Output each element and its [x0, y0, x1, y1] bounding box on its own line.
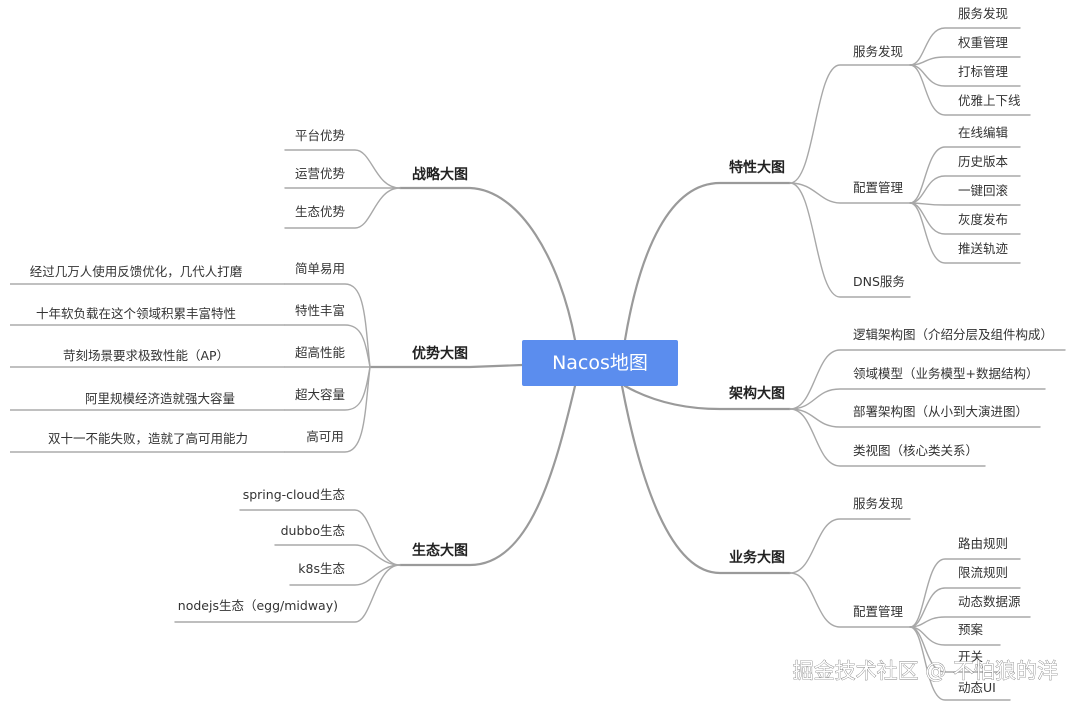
edge-bcfg-1 — [909, 558, 1021, 628]
edge-feature-sd — [789, 64, 911, 184]
business-config-item[interactable]: 限流规则 — [958, 565, 1008, 580]
feature-config-item[interactable]: 在线编辑 — [958, 125, 1008, 140]
edge-center-ecosystem — [398, 384, 577, 567]
edge-bcfg-2 — [909, 587, 1021, 628]
ecosystem-item[interactable]: spring-cloud生态 — [243, 487, 345, 502]
edge-center-advantage — [368, 363, 524, 369]
center-node[interactable]: Nacos地图 — [522, 340, 678, 386]
edge-arch-3 — [789, 408, 1041, 428]
branch-business[interactable]: 业务大图 — [729, 549, 785, 566]
branch-strategy[interactable]: 战略大图 — [412, 166, 468, 183]
business-config-item[interactable]: 动态UI — [958, 680, 996, 695]
feature-config-item[interactable]: 推送轨迹 — [958, 241, 1009, 256]
edge-feature-dns — [789, 182, 911, 298]
architecture-item[interactable]: 类视图（核心类关系） — [853, 443, 978, 458]
advantage-note: 阿里规模经济造就强大容量 — [85, 391, 235, 406]
advantage-item[interactable]: 简单易用 — [295, 261, 345, 276]
edge-adv-2 — [284, 324, 371, 368]
edge-arch-2 — [789, 388, 1046, 410]
edge-biz-sd — [789, 518, 911, 574]
watermark-text: 掘金技术社区 @ 不怕狼的洋 — [793, 659, 1058, 683]
feature-config-label[interactable]: 配置管理 — [853, 180, 904, 195]
business-config-item[interactable]: 动态数据源 — [958, 594, 1021, 609]
ecosystem-item[interactable]: nodejs生态（egg/midway) — [178, 598, 338, 613]
edge-biz-config — [789, 572, 911, 628]
feature-sd-label[interactable]: 服务发现 — [853, 44, 903, 59]
edge-eco-4 — [174, 564, 401, 623]
edge-cfg-1 — [909, 146, 1021, 204]
feature-config-item[interactable]: 灰度发布 — [958, 212, 1008, 227]
business-config-item[interactable]: 路由规则 — [958, 536, 1008, 551]
business-config-item[interactable]: 预案 — [958, 622, 984, 637]
edge-eco-2 — [274, 544, 401, 566]
advantage-note: 苛刻场景要求极致性能（AP） — [63, 348, 229, 363]
edges — [10, 27, 1066, 701]
architecture-item[interactable]: 领域模型（业务模型+数据结构） — [853, 366, 1038, 381]
edge-center-feature — [623, 181, 792, 342]
edge-sd-1 — [909, 27, 1021, 66]
architecture-item[interactable]: 部署架构图（从小到大演进图） — [853, 404, 1028, 419]
edge-center-business — [620, 384, 792, 575]
edge-strategy-3 — [284, 187, 401, 229]
feature-sd-item[interactable]: 权重管理 — [958, 35, 1009, 50]
edge-adv-1 — [284, 283, 371, 368]
business-sd-label[interactable]: 服务发现 — [853, 496, 903, 511]
branch-ecosystem[interactable]: 生态大图 — [412, 542, 468, 559]
branch-feature[interactable]: 特性大图 — [729, 159, 785, 176]
center-node-label: Nacos地图 — [552, 352, 648, 374]
edge-cfg-3 — [909, 202, 1021, 206]
business-config-item[interactable]: 开关 — [958, 649, 983, 664]
branch-advantage[interactable]: 优势大图 — [412, 345, 468, 362]
edge-eco-1 — [239, 509, 401, 566]
edge-arch-1 — [789, 349, 1066, 410]
edge-feature-config — [789, 182, 911, 204]
ecosystem-item[interactable]: dubbo生态 — [281, 523, 345, 538]
edge-cfg-2 — [909, 175, 1021, 204]
branch-architecture[interactable]: 架构大图 — [728, 385, 785, 402]
feature-dns-label[interactable]: DNS服务 — [853, 274, 905, 289]
advantage-item[interactable]: 超高性能 — [295, 345, 346, 360]
ecosystem-item[interactable]: k8s生态 — [298, 561, 345, 576]
advantage-note: 十年软负载在这个领域积累丰富特性 — [36, 306, 236, 321]
center-node-box — [522, 340, 678, 386]
edge-cfg-4 — [909, 202, 1021, 235]
advantage-item[interactable]: 高可用 — [306, 429, 344, 444]
strategy-item[interactable]: 运营优势 — [295, 166, 346, 181]
edge-center-architecture — [623, 384, 792, 411]
business-config-label[interactable]: 配置管理 — [853, 604, 904, 619]
advantage-item[interactable]: 超大容量 — [295, 387, 345, 402]
strategy-item[interactable]: 生态优势 — [295, 204, 346, 219]
edge-bcfg-3 — [909, 616, 1031, 628]
strategy-item[interactable]: 平台优势 — [295, 128, 346, 143]
feature-config-item[interactable]: 一键回滚 — [958, 183, 1009, 198]
feature-config-item[interactable]: 历史版本 — [958, 154, 1009, 169]
advantage-item[interactable]: 特性丰富 — [295, 303, 345, 318]
edge-center-strategy — [398, 186, 577, 342]
edge-cfg-5 — [909, 202, 1021, 264]
feature-sd-item[interactable]: 打标管理 — [958, 64, 1009, 79]
feature-sd-item[interactable]: 优雅上下线 — [958, 93, 1021, 108]
edge-adv-5 — [284, 366, 371, 453]
edge-bcfg-6 — [909, 626, 1011, 701]
advantage-note: 双十一不能失败，造就了高可用能力 — [48, 431, 248, 446]
edge-strategy-1 — [284, 149, 401, 189]
advantage-note: 经过几万人使用反馈优化，几代人打磨 — [30, 264, 243, 279]
edge-sd-4 — [909, 64, 1031, 116]
edge-sd-2 — [909, 56, 1021, 66]
feature-sd-item[interactable]: 服务发现 — [958, 6, 1008, 21]
edge-arch-4 — [789, 408, 986, 467]
architecture-item[interactable]: 逻辑架构图（介绍分层及组件构成） — [853, 327, 1053, 342]
